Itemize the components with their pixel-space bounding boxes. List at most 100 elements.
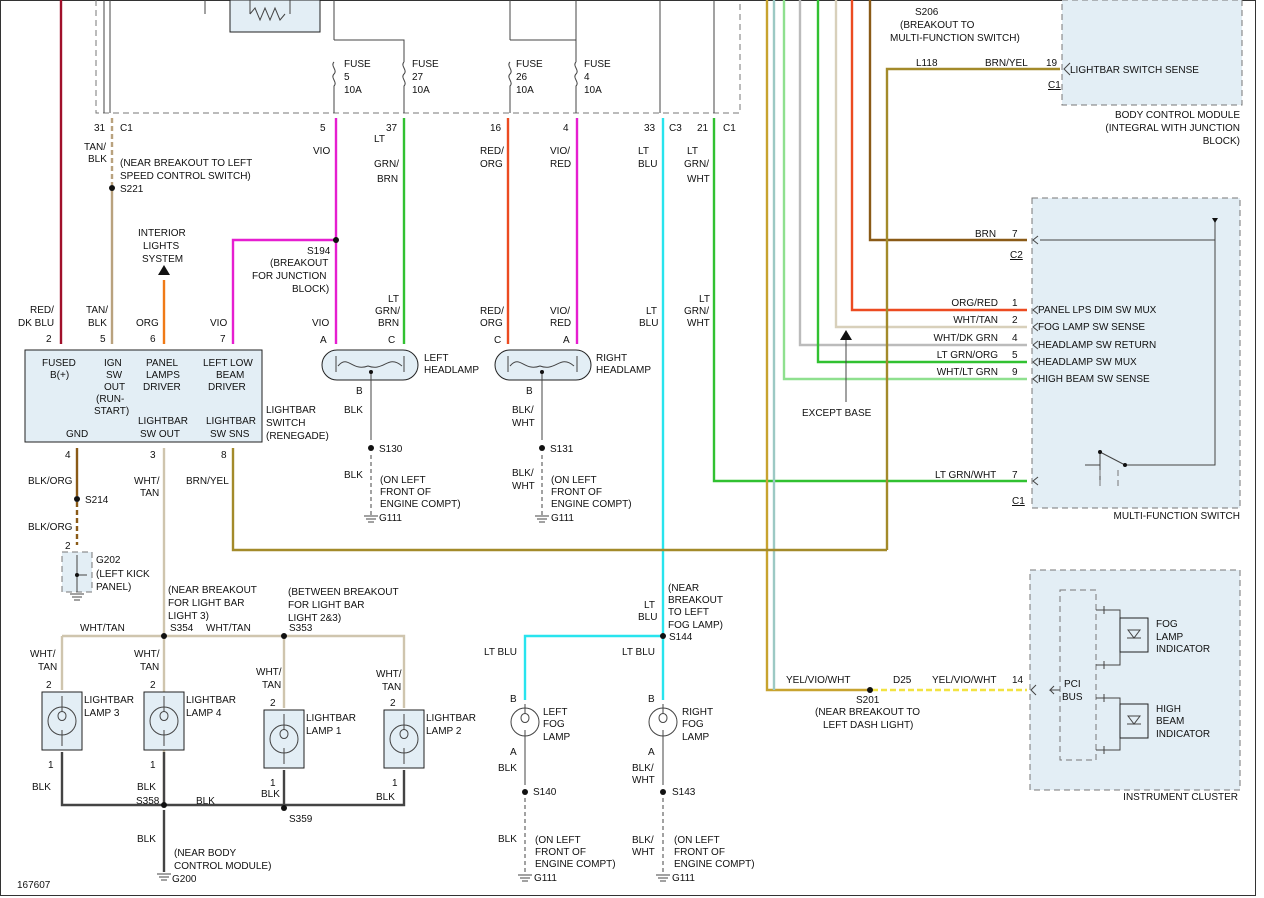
svg-text:LT: LT	[374, 134, 385, 145]
svg-text:(BREAKOUT TO: (BREAKOUT TO	[900, 20, 975, 31]
svg-text:GND: GND	[66, 429, 88, 440]
svg-text:PCI: PCI	[1064, 679, 1081, 690]
svg-text:BLK: BLK	[196, 796, 215, 807]
svg-text:2: 2	[390, 698, 396, 709]
svg-text:FOR LIGHT BAR: FOR LIGHT BAR	[288, 600, 365, 611]
svg-text:WHT: WHT	[632, 775, 655, 786]
svg-text:S206: S206	[915, 7, 939, 18]
svg-text:BRN: BRN	[975, 229, 996, 240]
connector-chevrons	[1032, 235, 1039, 486]
mfs-pin-number: 1	[1012, 298, 1018, 309]
svg-text:37: 37	[386, 123, 398, 134]
wire-wht-tan-bus	[60, 634, 406, 708]
svg-text:FRONT OF: FRONT OF	[535, 847, 586, 858]
svg-text:FOG: FOG	[682, 719, 704, 730]
svg-text:5: 5	[100, 334, 106, 345]
svg-text:(BETWEEN BREAKOUT: (BETWEEN BREAKOUT	[288, 587, 399, 598]
svg-text:WHT/: WHT/	[376, 669, 402, 680]
svg-text:WHT: WHT	[512, 481, 535, 492]
svg-text:SW OUT: SW OUT	[140, 429, 180, 440]
svg-text:LAMP 1: LAMP 1	[306, 726, 342, 737]
svg-text:FOG LAMP): FOG LAMP)	[668, 620, 723, 631]
svg-text:LIGHTBAR: LIGHTBAR	[426, 713, 476, 724]
svg-text:SPEED CONTROL SWITCH): SPEED CONTROL SWITCH)	[120, 171, 251, 182]
svg-text:19: 19	[1046, 58, 1058, 69]
svg-text:LAMP 3: LAMP 3	[84, 708, 120, 719]
arrow-up-icon	[158, 265, 170, 275]
svg-text:BLK/: BLK/	[512, 468, 534, 479]
arrow-up-icon	[840, 330, 852, 340]
svg-text:WHT/TAN: WHT/TAN	[206, 623, 251, 634]
svg-text:BLU: BLU	[638, 612, 657, 623]
svg-text:LIGHTBAR: LIGHTBAR	[266, 405, 316, 416]
svg-text:LEFT LOW: LEFT LOW	[203, 358, 253, 369]
svg-text:LIGHTBAR: LIGHTBAR	[186, 695, 236, 706]
mfs-pin-label: PANEL LPS DIM SW MUX	[1038, 305, 1157, 316]
svg-text:ORG: ORG	[480, 318, 503, 329]
fuse-26: FUSE 26 10A	[508, 59, 543, 113]
lightbar-lamp-1: WHT/ TAN 2 LIGHTBAR LAMP 1 1	[256, 667, 356, 789]
svg-text:FUSE: FUSE	[412, 59, 439, 70]
svg-text:FOR LIGHT BAR: FOR LIGHT BAR	[168, 598, 245, 609]
svg-text:VIO/: VIO/	[550, 306, 570, 317]
svg-text:TAN: TAN	[382, 682, 401, 693]
svg-text:BLK: BLK	[261, 789, 280, 800]
svg-text:LT BLU: LT BLU	[484, 647, 517, 658]
svg-text:BLOCK): BLOCK)	[292, 284, 329, 295]
svg-text:SW: SW	[106, 370, 123, 381]
svg-text:BRN: BRN	[377, 174, 398, 185]
wire-brn-yel	[885, 67, 1060, 550]
svg-text:WHT/: WHT/	[30, 649, 56, 660]
svg-text:BLU: BLU	[639, 318, 658, 329]
svg-text:HEADLAMP: HEADLAMP	[596, 365, 651, 376]
svg-text:C: C	[494, 335, 501, 346]
wire-lt-grn-org	[816, 0, 1027, 364]
svg-text:BLK: BLK	[88, 154, 107, 165]
svg-text:RIGHT: RIGHT	[596, 353, 627, 364]
fuse-bus	[334, 39, 577, 62]
svg-text:WHT/TAN: WHT/TAN	[80, 623, 125, 634]
svg-text:S194: S194	[307, 246, 331, 257]
fuse-27: FUSE 27 10A	[402, 59, 439, 113]
svg-text:PANEL): PANEL)	[96, 582, 131, 593]
svg-text:FRONT OF: FRONT OF	[674, 847, 725, 858]
left-headlamp: A C B LEFT HEADLAMP VIO LT GRN/ BRN BLK …	[312, 294, 479, 524]
splice-s221	[109, 185, 115, 191]
wire-wht-lt-grn	[782, 0, 1027, 381]
svg-text:HEADLAMP: HEADLAMP	[424, 365, 479, 376]
svg-text:2: 2	[46, 680, 52, 691]
svg-text:S359: S359	[289, 814, 313, 825]
splice-s214	[74, 496, 80, 502]
svg-text:LIGHTBAR: LIGHTBAR	[206, 416, 256, 427]
svg-text:ENGINE COMPT): ENGINE COMPT)	[551, 499, 632, 510]
svg-text:BLK: BLK	[137, 834, 156, 845]
svg-text:BLK/: BLK/	[632, 763, 654, 774]
svg-text:A: A	[648, 747, 655, 758]
pin-31: 31	[94, 123, 106, 134]
lightbar-lamp-2: WHT/ TAN 2 LIGHTBAR LAMP 2 1	[376, 669, 476, 789]
svg-text:BLK: BLK	[344, 405, 363, 416]
svg-text:DK BLU: DK BLU	[18, 318, 54, 329]
svg-text:TO LEFT: TO LEFT	[668, 607, 709, 618]
svg-text:EXCEPT BASE: EXCEPT BASE	[802, 408, 872, 419]
svg-text:FUSED: FUSED	[42, 358, 76, 369]
mfs-wire-label: WHT/DK GRN	[934, 333, 998, 344]
svg-text:BRN/YEL: BRN/YEL	[985, 58, 1028, 69]
svg-text:WHT: WHT	[687, 174, 710, 185]
svg-text:SW SNS: SW SNS	[210, 429, 250, 440]
svg-text:3: 3	[150, 450, 156, 461]
body-control-module: 19 C1 LIGHTBAR SWITCH SENSE BODY CONTROL…	[1046, 0, 1243, 147]
mfs-pin-label: HEADLAMP SW MUX	[1038, 357, 1137, 368]
svg-text:LT BLU: LT BLU	[622, 647, 655, 658]
svg-text:TAN/: TAN/	[84, 142, 106, 153]
svg-text:LT: LT	[644, 600, 655, 611]
svg-text:LT: LT	[687, 146, 698, 157]
svg-text:TAN: TAN	[140, 488, 159, 499]
mfs-pin-label: FOG LAMP SW SENSE	[1038, 322, 1145, 333]
svg-text:(BREAKOUT: (BREAKOUT	[270, 258, 328, 269]
svg-text:(ON LEFT: (ON LEFT	[674, 835, 720, 846]
svg-text:WHT: WHT	[687, 318, 710, 329]
svg-text:FOG: FOG	[1156, 619, 1178, 630]
svg-text:BLK/ORG: BLK/ORG	[28, 476, 73, 487]
